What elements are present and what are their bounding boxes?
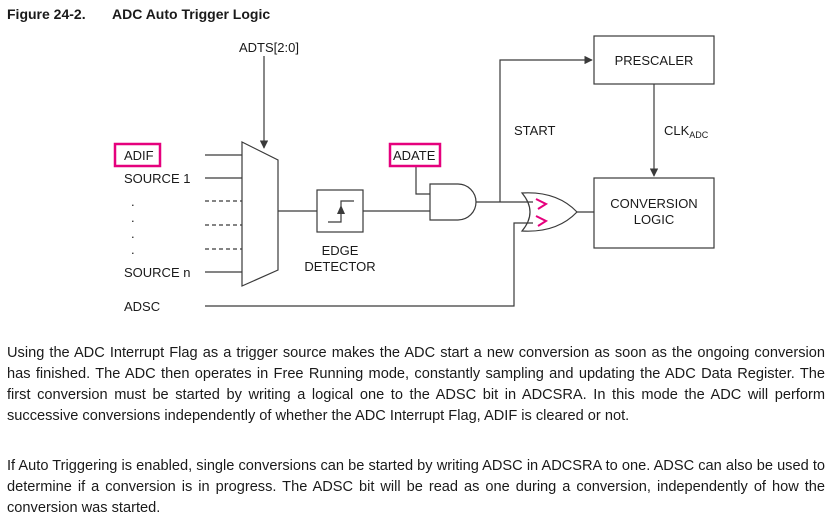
or-highlight-bottom — [535, 215, 549, 227]
adif-highlight — [113, 142, 162, 168]
adc-auto-trigger-diagram: ADTS[2:0] ADIF SOURCE 1 . . . . SOURCE n… — [113, 35, 715, 314]
paragraph-adif-trigger: Using the ADC Interrupt Flag as a trigge… — [7, 345, 825, 424]
adsc-label: ADSC — [124, 299, 160, 314]
and-gate — [429, 183, 477, 221]
paragraph-adsc-single: If Auto Triggering is enabled, single co… — [7, 458, 825, 516]
start-line — [499, 55, 593, 202]
adsc-line — [205, 222, 533, 307]
conversion-label-line2: LOGIC — [634, 212, 674, 227]
adif-label: ADIF — [124, 148, 154, 163]
edge-label-line1: EDGE — [322, 243, 359, 258]
adate-label: ADATE — [393, 148, 436, 163]
start-label: START — [514, 123, 555, 138]
figure-number: Figure 24-2. — [7, 6, 86, 22]
edge-label-line2: DETECTOR — [304, 259, 375, 274]
prescaler-label: PRESCALER — [615, 53, 694, 68]
adate-line — [415, 166, 430, 195]
figure-caption: Figure 24-2. ADC Auto Trigger Logic — [7, 6, 270, 22]
adts-label: ADTS[2:0] — [239, 40, 299, 55]
conversion-logic-box — [593, 177, 715, 249]
edge-arrowhead — [337, 205, 345, 214]
clk-label: CLKADC — [664, 123, 709, 140]
multiplexer — [241, 141, 279, 287]
dot-4: . — [131, 242, 135, 257]
or-highlight-top — [535, 198, 549, 210]
dot-1: . — [131, 194, 135, 209]
figure-title: ADC Auto Trigger Logic — [112, 6, 271, 22]
dot-3: . — [131, 226, 135, 241]
dot-2: . — [131, 210, 135, 225]
or-gate — [520, 192, 578, 232]
source1-label: SOURCE 1 — [124, 171, 190, 186]
sourcen-label: SOURCE n — [124, 265, 190, 280]
adate-highlight — [388, 142, 442, 168]
conversion-label-line1: CONVERSION — [610, 196, 697, 211]
